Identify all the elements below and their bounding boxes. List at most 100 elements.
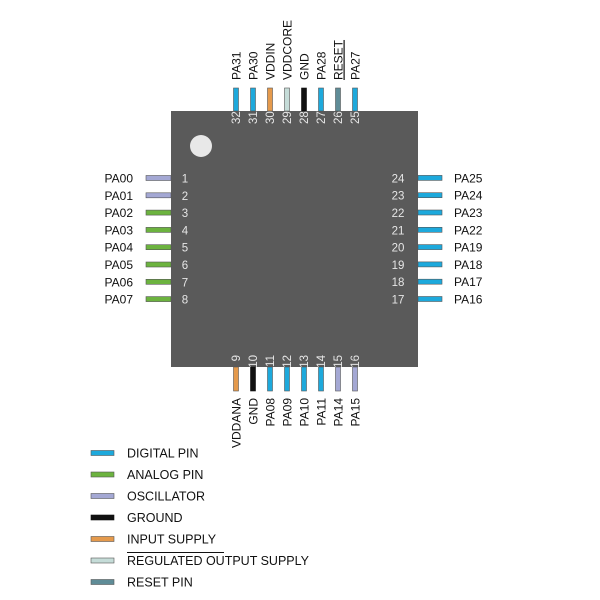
pin-label-15: PA14 xyxy=(332,398,346,427)
legend-swatch-analog xyxy=(90,471,115,478)
pin-label-14: PA11 xyxy=(315,398,329,426)
pin-label-4: PA03 xyxy=(105,223,134,237)
pin-number-13: 13 xyxy=(299,355,311,368)
pin-number-12: 12 xyxy=(282,355,294,368)
pin-number-1: 1 xyxy=(182,174,188,186)
pin-lead-31 xyxy=(250,87,256,112)
pin-number-28: 28 xyxy=(299,111,311,124)
pin-number-26: 26 xyxy=(333,111,345,124)
pin-lead-21 xyxy=(417,227,443,233)
pin-number-27: 27 xyxy=(316,111,328,124)
pin-lead-8 xyxy=(145,296,172,302)
pin-number-23: 23 xyxy=(392,191,405,203)
pin-label-21: PA22 xyxy=(454,223,483,237)
legend-swatch-reset xyxy=(90,579,115,585)
pin-number-30: 30 xyxy=(265,111,277,124)
pin-label-7: PA06 xyxy=(105,275,134,289)
pin-lead-17 xyxy=(417,296,443,302)
pin-label-8: PA07 xyxy=(105,293,134,307)
pin-label-17: PA16 xyxy=(454,293,483,307)
legend-label-regulated: REGULATED OUTPUT SUPPLY xyxy=(127,554,310,568)
pin-lead-11 xyxy=(267,366,273,392)
pin-number-7: 7 xyxy=(182,277,188,289)
pin-label-28: GND xyxy=(298,53,312,80)
pin-label-11: PA08 xyxy=(264,398,278,427)
pin-label-25: PA27 xyxy=(349,51,363,80)
legend-swatch-digital xyxy=(90,450,115,456)
legend-label-oscillator: OSCILLATOR xyxy=(127,490,205,504)
legend-swatch-oscillator xyxy=(90,493,115,499)
pin-label-29: VDDCORE xyxy=(281,20,295,80)
pin-lead-15 xyxy=(335,366,341,392)
pin-label-18: PA17 xyxy=(454,275,483,289)
pin-label-26: RESET xyxy=(332,39,346,80)
pin-lead-27 xyxy=(318,87,324,112)
legend-label-digital: DIGITAL PIN xyxy=(127,447,199,461)
pin-lead-12 xyxy=(284,366,290,392)
legend-label-analog: ANALOG PIN xyxy=(127,468,203,482)
pin-lead-6 xyxy=(145,261,172,268)
pin-number-32: 32 xyxy=(231,111,243,124)
pin-label-27: PA28 xyxy=(315,51,329,80)
pin-label-23: PA24 xyxy=(454,189,483,203)
legend-swatch-regulated xyxy=(90,557,115,564)
pin-label-20: PA19 xyxy=(454,241,483,255)
pin-lead-14 xyxy=(318,366,324,392)
pin-label-2: PA01 xyxy=(105,189,134,203)
pin-number-9: 9 xyxy=(231,355,243,361)
pin-label-32: PA31 xyxy=(230,51,244,80)
pin-lead-26 xyxy=(335,87,341,112)
pin-number-11: 11 xyxy=(265,355,277,367)
pin-lead-20 xyxy=(417,244,443,250)
pin-lead-3 xyxy=(145,209,172,216)
pin-label-10: GND xyxy=(247,398,261,425)
pin-number-15: 15 xyxy=(333,355,345,368)
legend-label-input-supply: INPUT SUPPLY xyxy=(127,533,217,547)
legend-swatch-ground xyxy=(90,514,115,521)
pin-label-9: VDDANA xyxy=(230,398,244,448)
pin-lead-2 xyxy=(145,192,172,199)
pin-number-2: 2 xyxy=(182,191,188,203)
pin-number-24: 24 xyxy=(392,173,405,185)
pin-lead-30 xyxy=(267,87,273,112)
pin-lead-22 xyxy=(417,209,443,216)
pin-number-18: 18 xyxy=(392,277,405,289)
pin-number-25: 25 xyxy=(350,111,362,124)
pin-label-19: PA18 xyxy=(454,258,483,272)
pin-label-3: PA02 xyxy=(105,206,134,220)
pin-lead-9 xyxy=(233,366,239,392)
pin-number-20: 20 xyxy=(392,243,405,255)
pin-lead-5 xyxy=(145,244,172,250)
pin-label-12: PA09 xyxy=(281,398,295,427)
pin-lead-7 xyxy=(145,278,172,285)
pin-lead-4 xyxy=(145,227,172,233)
pin-number-17: 17 xyxy=(392,295,405,307)
pin-label-5: PA04 xyxy=(105,241,134,255)
pin-lead-32 xyxy=(233,87,239,112)
pin-lead-18 xyxy=(417,278,443,285)
pin-number-4: 4 xyxy=(182,225,189,237)
pin-number-22: 22 xyxy=(392,208,405,220)
pin-number-16: 16 xyxy=(350,355,362,368)
pin-lead-16 xyxy=(352,366,358,392)
legend: DIGITAL PIN ANALOG PIN OSCILLATOR GROUND INP… xyxy=(90,447,310,590)
pin-number-3: 3 xyxy=(182,208,188,220)
pin1-marker-dot xyxy=(190,135,212,157)
pin-number-5: 5 xyxy=(182,243,188,255)
pin-lead-13 xyxy=(301,366,307,392)
pin-label-13: PA10 xyxy=(298,398,312,427)
pin-label-1: PA00 xyxy=(105,172,134,186)
pin-number-10: 10 xyxy=(248,355,260,368)
pin-label-31: PA30 xyxy=(247,51,261,80)
pin-lead-28 xyxy=(301,87,307,112)
legend-swatch-input-supply xyxy=(90,536,115,542)
pin-label-6: PA05 xyxy=(105,258,134,272)
pin-label-30: VDDIN xyxy=(264,43,278,80)
legend-label-reset: RESET PIN xyxy=(127,576,193,590)
pin-label-22: PA23 xyxy=(454,206,483,220)
legend-label-ground: GROUND xyxy=(127,511,183,525)
pin-lead-10 xyxy=(250,366,256,392)
pin-number-6: 6 xyxy=(182,260,188,272)
